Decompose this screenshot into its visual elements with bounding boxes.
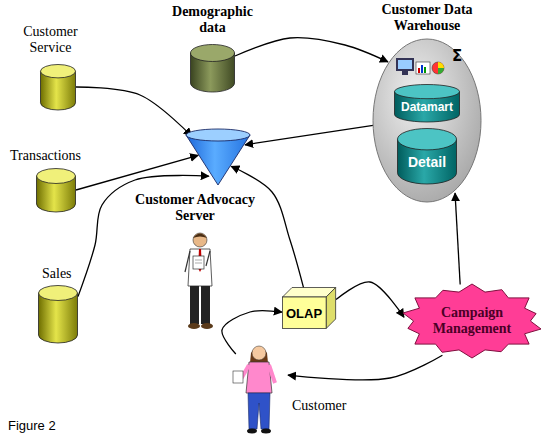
- figure-caption: Figure 2: [8, 418, 56, 433]
- flow-arrow: [288, 355, 442, 380]
- database-cylinder-outline: [36, 168, 76, 212]
- olap-cube: OLAP: [282, 287, 336, 329]
- campaign-starburst: Campaign Management: [398, 283, 546, 359]
- node-label: Customer Advocacy Server: [125, 192, 265, 224]
- node-label: Sales: [42, 266, 72, 282]
- flow-arrow: [76, 87, 192, 136]
- flow-arrow: [222, 311, 282, 354]
- server-funnel-outline: [185, 128, 251, 186]
- sum-symbol: Σ: [452, 47, 462, 65]
- customer-figure: Customer: [230, 343, 288, 435]
- flow-arrow: [76, 155, 198, 190]
- detail-cylinder: Detail: [397, 128, 457, 184]
- flow-arrow: [235, 38, 388, 62]
- node-label: Customer Data Warehouse: [352, 2, 502, 34]
- database-cylinder: Transactions: [36, 168, 76, 212]
- server-funnel: Customer Advocacy Server: [185, 128, 251, 186]
- datamart-cylinder: Datamart: [394, 84, 460, 122]
- node-label: Customer Service: [8, 24, 93, 56]
- flow-arrow: [336, 282, 404, 317]
- database-cylinder: Sales: [38, 285, 78, 343]
- node-label: Customer: [292, 398, 346, 414]
- flow-arrow: [245, 125, 373, 144]
- node-label: Transactions: [10, 148, 81, 164]
- node-label: OLAP: [286, 306, 322, 321]
- customer-figure-outline: [230, 343, 288, 435]
- warehouse-ellipse: Customer Data WarehouseDatamartDetail: [372, 38, 482, 203]
- database-cylinder: Demographic data: [190, 44, 235, 92]
- node-label: Datamart: [401, 100, 453, 114]
- report-icons: [396, 58, 444, 75]
- flow-arrow: [231, 166, 303, 288]
- node-label: Demographic data: [165, 4, 260, 36]
- database-cylinder-outline: [40, 64, 76, 110]
- database-cylinder-outline: [38, 285, 78, 343]
- database-cylinder-outline: [190, 44, 235, 92]
- database-cylinder: Customer Service: [40, 64, 76, 110]
- flow-arrow: [455, 193, 460, 284]
- node-label: Detail: [408, 154, 446, 170]
- node-label: Campaign Management: [420, 305, 525, 337]
- server-operator-figure: [185, 233, 213, 329]
